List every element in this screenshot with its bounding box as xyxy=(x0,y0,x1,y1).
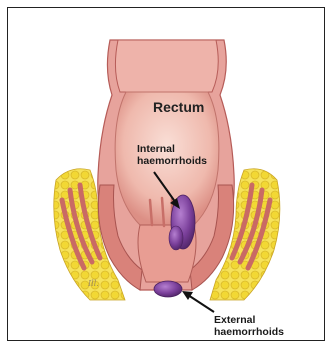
internal-label-line1: Internal xyxy=(137,143,207,155)
internal-label-line2: haemorrhoids xyxy=(137,155,207,167)
artist-signature: Ill. xyxy=(88,279,99,288)
external-label-line1: External xyxy=(214,314,284,326)
external-arrow xyxy=(188,295,214,312)
internal-haemorrhoid-lobe xyxy=(169,226,183,250)
rectum-label: Rectum xyxy=(153,99,204,115)
external-haemorrhoid xyxy=(154,281,182,297)
external-arrowhead xyxy=(182,291,193,300)
internal-haemorrhoids-label: Internal haemorrhoids xyxy=(137,143,207,167)
rectum-upper-tube xyxy=(115,40,218,92)
external-label-line2: haemorrhoids xyxy=(214,326,284,338)
external-haemorrhoids-label: External haemorrhoids xyxy=(214,314,284,338)
